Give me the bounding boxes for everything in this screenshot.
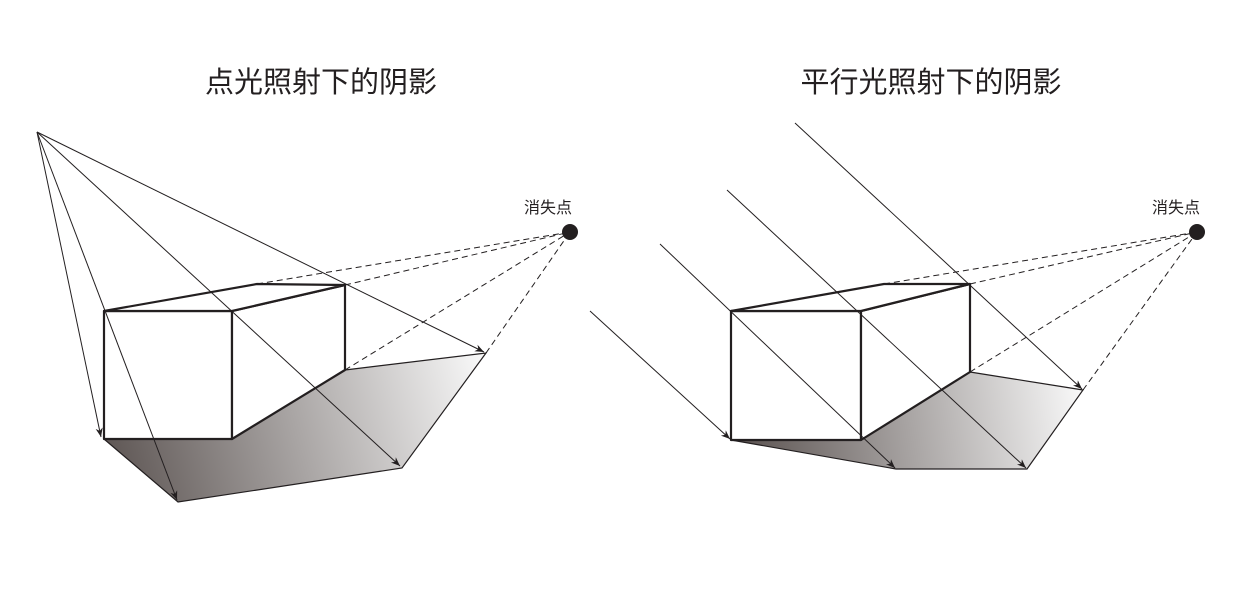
vanishing-point-dot bbox=[562, 224, 578, 240]
vanishing-lines bbox=[256, 231, 571, 371]
point-light-title: 点光照射下的阴影 bbox=[205, 65, 437, 99]
shadow-outline bbox=[103, 352, 488, 503]
vanishing-point-label: 消失点 bbox=[524, 198, 572, 217]
cube-front-face bbox=[102, 309, 234, 441]
cast-shadow bbox=[104, 353, 486, 502]
vanishing-point-dot bbox=[1189, 224, 1205, 240]
light-rays bbox=[589, 122, 1083, 469]
vanishing-point-label: 消失点 bbox=[1152, 198, 1200, 217]
light-rays bbox=[36, 131, 485, 501]
parallel-light-diagram: 平行光照射下的阴影 消失点 bbox=[589, 65, 1205, 470]
parallel-light-title: 平行光照射下的阴影 bbox=[800, 65, 1061, 99]
point-light-diagram: 点光照射下的阴影 消失点 bbox=[36, 65, 578, 503]
vanishing-lines bbox=[883, 231, 1198, 391]
shadow-outline bbox=[730, 371, 1085, 470]
cast-shadow bbox=[731, 372, 1083, 469]
